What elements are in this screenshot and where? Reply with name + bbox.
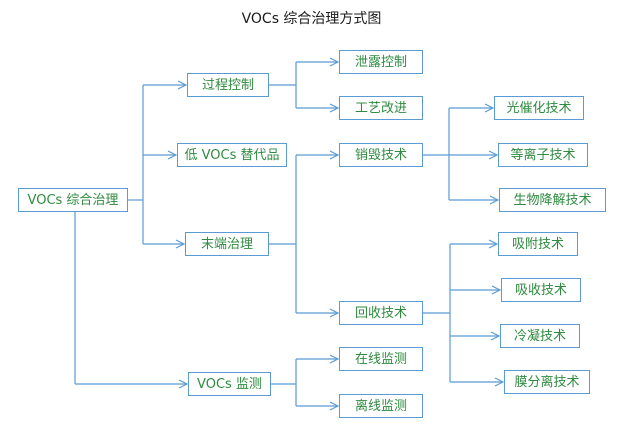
node-destruction-tech: 销毁技术 <box>339 143 423 167</box>
node-end-treatment: 末端治理 <box>185 232 269 256</box>
node-photocatalysis: 光催化技术 <box>494 96 584 120</box>
node-absorption: 吸收技术 <box>501 278 581 302</box>
node-condensation: 冷凝技术 <box>500 324 580 348</box>
node-offline-monitoring: 离线监测 <box>339 394 423 418</box>
node-vocs-comprehensive-treatment: VOCs 综合治理 <box>18 188 128 212</box>
node-voc-monitoring: VOCs 监测 <box>188 372 271 396</box>
node-membrane-separation: 膜分离技术 <box>504 370 590 394</box>
node-process-improvement: 工艺改进 <box>339 96 423 120</box>
diagram-title: VOCs 综合治理方式图 <box>241 11 382 27</box>
node-online-monitoring: 在线监测 <box>339 347 423 371</box>
node-process-control: 过程控制 <box>187 73 269 97</box>
node-low-voc-substitutes: 低 VOCs 替代品 <box>177 143 287 167</box>
node-plasma: 等离子技术 <box>498 143 588 167</box>
node-bio-degradation: 生物降解技术 <box>499 188 606 212</box>
node-adsorption: 吸附技术 <box>498 232 578 256</box>
node-leak-control: 泄露控制 <box>339 50 423 74</box>
node-recovery-tech: 回收技术 <box>339 301 423 325</box>
